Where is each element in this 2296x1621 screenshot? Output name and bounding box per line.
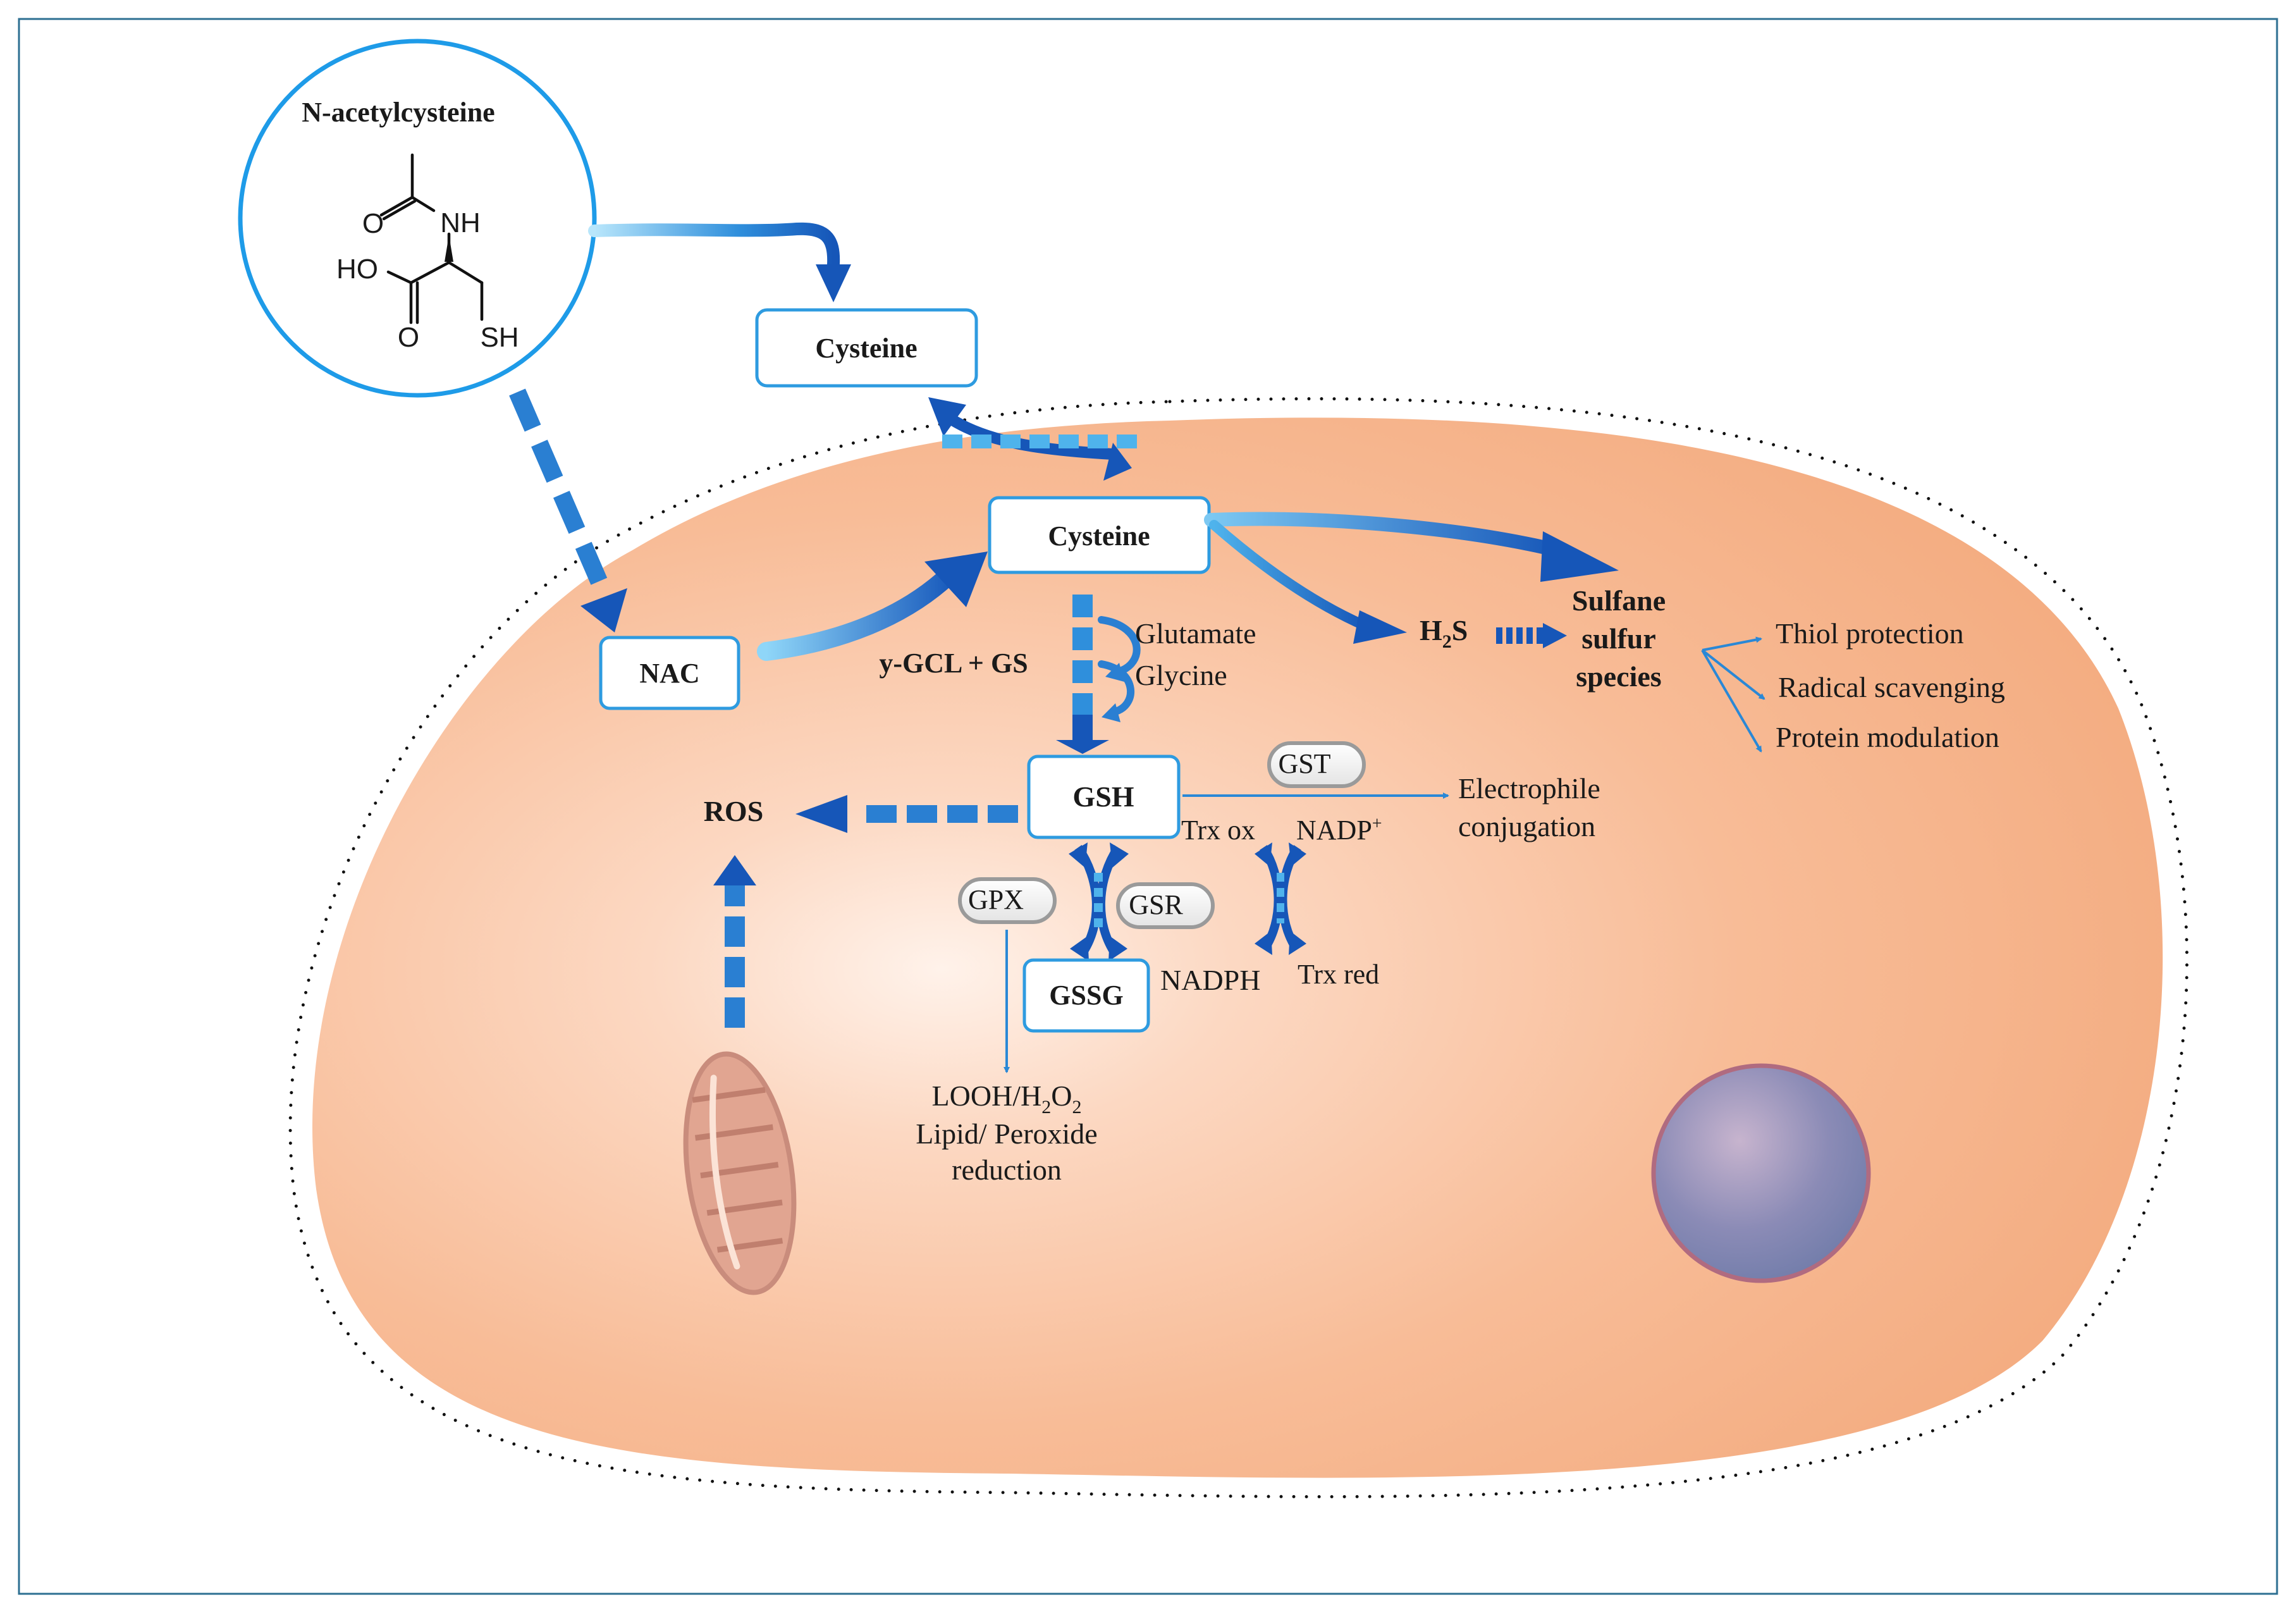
arrow-trx-cycle (1255, 842, 1306, 955)
nac-label: NAC (639, 658, 699, 689)
svg-text:GSR: GSR (1129, 889, 1183, 920)
nac-molecule: N-acetylcysteine O NH HO O SH (238, 39, 597, 398)
outcome-arrows (1701, 636, 1765, 753)
peroxide-reduction-line1: Lipid/ Peroxide (916, 1118, 1097, 1150)
peroxide-reduction-line2: reduction (952, 1154, 1062, 1186)
svg-text:GPX: GPX (968, 884, 1024, 915)
gst-pill: GST (1267, 741, 1366, 788)
electrophile-conjugation-label: Electrophile conjugation (1458, 772, 1600, 842)
arrow-gsh-gssg-cycle (1069, 842, 1129, 961)
glycine-arrowhead (1102, 703, 1120, 722)
cysteine-extracellular-box: Cysteine (755, 308, 978, 388)
svg-text:species: species (1576, 660, 1661, 693)
gsh-box: GSH (1027, 755, 1181, 839)
nucleus (1651, 1063, 1871, 1283)
atom-o-acid: O (398, 322, 419, 353)
arrow-glutamate-glycine-input (1098, 616, 1141, 716)
gssg-box: GSSG (1022, 958, 1150, 1033)
outcome-thiol-protection: Thiol protection (1776, 617, 1964, 650)
svg-text:Sulfane: Sulfane (1572, 584, 1666, 617)
svg-text:conjugation: conjugation (1458, 810, 1595, 842)
cysteine-intracellular-label: Cysteine (1048, 521, 1150, 552)
outcome-radical-scavenging: Radical scavenging (1778, 671, 2005, 703)
trx-ox-label: Trx ox (1181, 815, 1255, 846)
arrow-h2s-to-sulfane (1496, 623, 1567, 648)
stereo-wedge (445, 235, 453, 262)
svg-text:Electrophile: Electrophile (1458, 772, 1600, 804)
arrow-cysteine-to-gsh (1056, 595, 1109, 754)
atom-sh: SH (480, 322, 519, 353)
nadph-label: NADPH (1160, 964, 1260, 996)
synthesis-enzymes-label: y-GCL + GS (879, 648, 1028, 679)
molecule-title: N-acetylcysteine (302, 97, 494, 128)
gsr-pill: GSR (1116, 882, 1215, 929)
outcome-protein-modulation: Protein modulation (1776, 721, 1999, 753)
looh-h2o2-label: LOOH/H2O2 (932, 1080, 1082, 1118)
nadp-plus-label: NADP+ (1296, 814, 1382, 846)
h2s-label: H2S (1420, 614, 1468, 652)
glutamate-label: Glutamate (1135, 617, 1256, 650)
atom-o-carbonyl: O (362, 208, 384, 239)
arrow-cysteine-transport (928, 397, 1145, 481)
cysteine-extracellular-label: Cysteine (815, 333, 917, 364)
gsh-label: GSH (1072, 780, 1134, 813)
arrow-molecule-to-nac (509, 388, 627, 632)
arrow-cysteine-to-sulfane (1204, 512, 1619, 582)
molecule-circle (238, 39, 597, 398)
svg-text:GST: GST (1278, 748, 1330, 779)
atom-nh: NH (440, 207, 481, 238)
nac-box: NAC (599, 636, 740, 710)
sulfane-sulfur-label: Sulfane sulfur species (1572, 584, 1666, 693)
arrow-cysteine-to-h2s (1209, 520, 1407, 644)
cell-membrane (288, 397, 2189, 1498)
arrow-gsh-to-ros (795, 795, 1018, 833)
gpx-pill: GPX (958, 877, 1057, 924)
arrow-mitochondrion-to-ros (713, 855, 756, 1028)
glutamate-arrowhead (1105, 663, 1124, 682)
cysteine-intracellular-box: Cysteine (988, 496, 1211, 574)
trx-red-label: Trx red (1298, 959, 1379, 990)
ros-label: ROS (704, 795, 764, 827)
glycine-label: Glycine (1135, 659, 1227, 691)
atom-ho: HO (336, 254, 378, 285)
arrow-nac-to-cysteine (588, 222, 851, 302)
mitochondrion (683, 1051, 797, 1295)
svg-text:sulfur: sulfur (1581, 622, 1656, 655)
gssg-label: GSSG (1049, 980, 1123, 1011)
arrow-nac-to-cysteine-intracellular (757, 552, 988, 661)
